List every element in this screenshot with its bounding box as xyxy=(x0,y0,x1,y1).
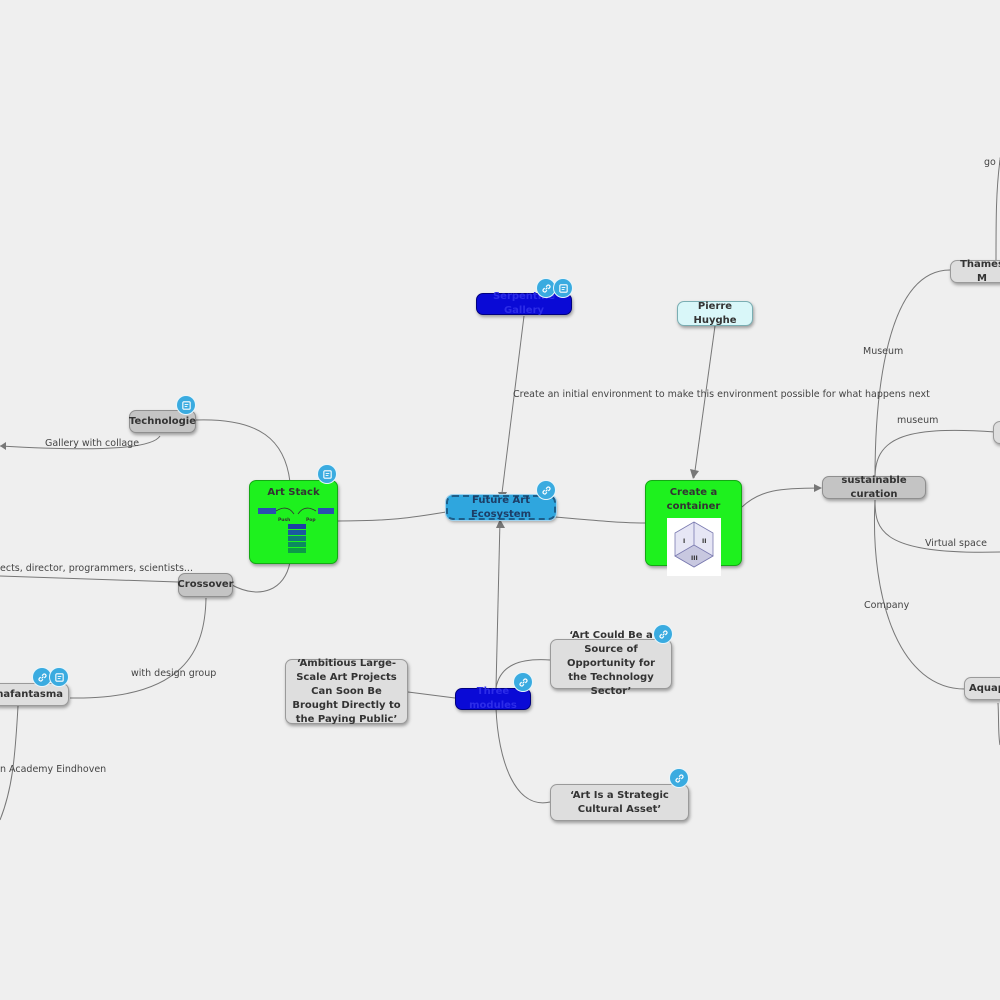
edge-label-museum: Museum xyxy=(863,346,904,357)
node-label: sustainable curation xyxy=(841,474,907,500)
node-label: ‘Ambitious Large-Scale Art Projects Can … xyxy=(292,657,401,725)
node-label: Crossover xyxy=(177,579,234,590)
pop-label: Pop xyxy=(306,517,316,523)
push-label: Push xyxy=(278,517,290,523)
node-future-art-ecosystem[interactable]: Future Art Ecosystem xyxy=(445,494,557,521)
node-art-could-quote[interactable]: ‘Art Could Be a Source of Opportunity fo… xyxy=(550,630,672,697)
note-icon[interactable] xyxy=(554,279,572,297)
node-label: Three modules xyxy=(469,686,517,711)
container-cell-label: I xyxy=(683,538,685,545)
edge-label-academy: n Academy Eindhoven xyxy=(0,764,107,775)
node-label: rmafantasma xyxy=(0,688,63,700)
node-offscreen-right[interactable] xyxy=(993,421,1000,444)
link-icon[interactable] xyxy=(670,769,688,787)
node-serpentine-gallery[interactable]: Serpentine Gallery xyxy=(476,291,572,316)
link-icon[interactable] xyxy=(537,279,555,297)
node-label: Thames M xyxy=(960,258,1000,284)
note-icon[interactable] xyxy=(50,668,68,686)
node-art-stack[interactable]: Art Stack Push Pop xyxy=(249,480,338,564)
edge-label-crossover-people: ects, director, programmers, scientists.… xyxy=(0,563,193,574)
edge-label-company: Company xyxy=(864,600,910,611)
node-label: Art Stack xyxy=(267,487,320,498)
link-icon[interactable] xyxy=(537,481,555,499)
edge-label-museum-lower: museum xyxy=(897,415,939,426)
node-label: Serpentine Gallery xyxy=(492,291,556,316)
container-cell-label: III xyxy=(691,555,698,562)
edge-label-virtual-space: Virtual space xyxy=(925,538,987,549)
edge-label-design-group: with design group xyxy=(131,668,217,679)
link-icon[interactable] xyxy=(514,673,532,691)
edge-label-go: go b xyxy=(984,157,1000,168)
container-cell-label: II xyxy=(702,538,706,545)
node-formafantasma[interactable]: rmafantasma xyxy=(0,683,69,706)
node-label: Create a container xyxy=(666,487,721,512)
node-label: Technologie xyxy=(129,415,196,427)
node-thames[interactable]: Thames M xyxy=(950,258,1000,284)
node-create-a-container[interactable]: Create a container I II III xyxy=(645,480,742,576)
node-crossover[interactable]: Crossover xyxy=(177,573,234,597)
node-three-modules[interactable]: Three modules xyxy=(455,686,531,711)
node-sustainable-curation[interactable]: sustainable curation xyxy=(822,474,926,500)
node-technologie[interactable]: Technologie xyxy=(129,410,196,433)
link-icon[interactable] xyxy=(33,668,51,686)
node-aquap[interactable]: Aquap xyxy=(964,677,1000,700)
edge-label-gallery-collage: Gallery with collage xyxy=(45,438,140,449)
node-label: Aquap xyxy=(969,682,1000,694)
node-label: Pierre Huyghe xyxy=(693,300,737,326)
edge-label-initial-environment: Create an initial environment to make th… xyxy=(513,389,930,400)
note-icon[interactable] xyxy=(177,396,195,414)
art-stack-image: Push Pop xyxy=(254,502,336,558)
link-icon[interactable] xyxy=(654,625,672,643)
node-pierre-huyghe[interactable]: Pierre Huyghe xyxy=(677,301,753,326)
node-label: ‘Art Is a Strategic Cultural Asset’ xyxy=(570,789,669,815)
node-ambitious-quote[interactable]: ‘Ambitious Large-Scale Art Projects Can … xyxy=(285,657,408,725)
note-icon[interactable] xyxy=(318,465,336,483)
container-image: I II III xyxy=(666,518,721,576)
node-art-strategic-quote[interactable]: ‘Art Is a Strategic Cultural Asset’ xyxy=(550,784,689,821)
node-label: Future Art Ecosystem xyxy=(470,494,532,520)
node-label: ‘Art Could Be a Source of Opportunity fo… xyxy=(567,630,655,697)
